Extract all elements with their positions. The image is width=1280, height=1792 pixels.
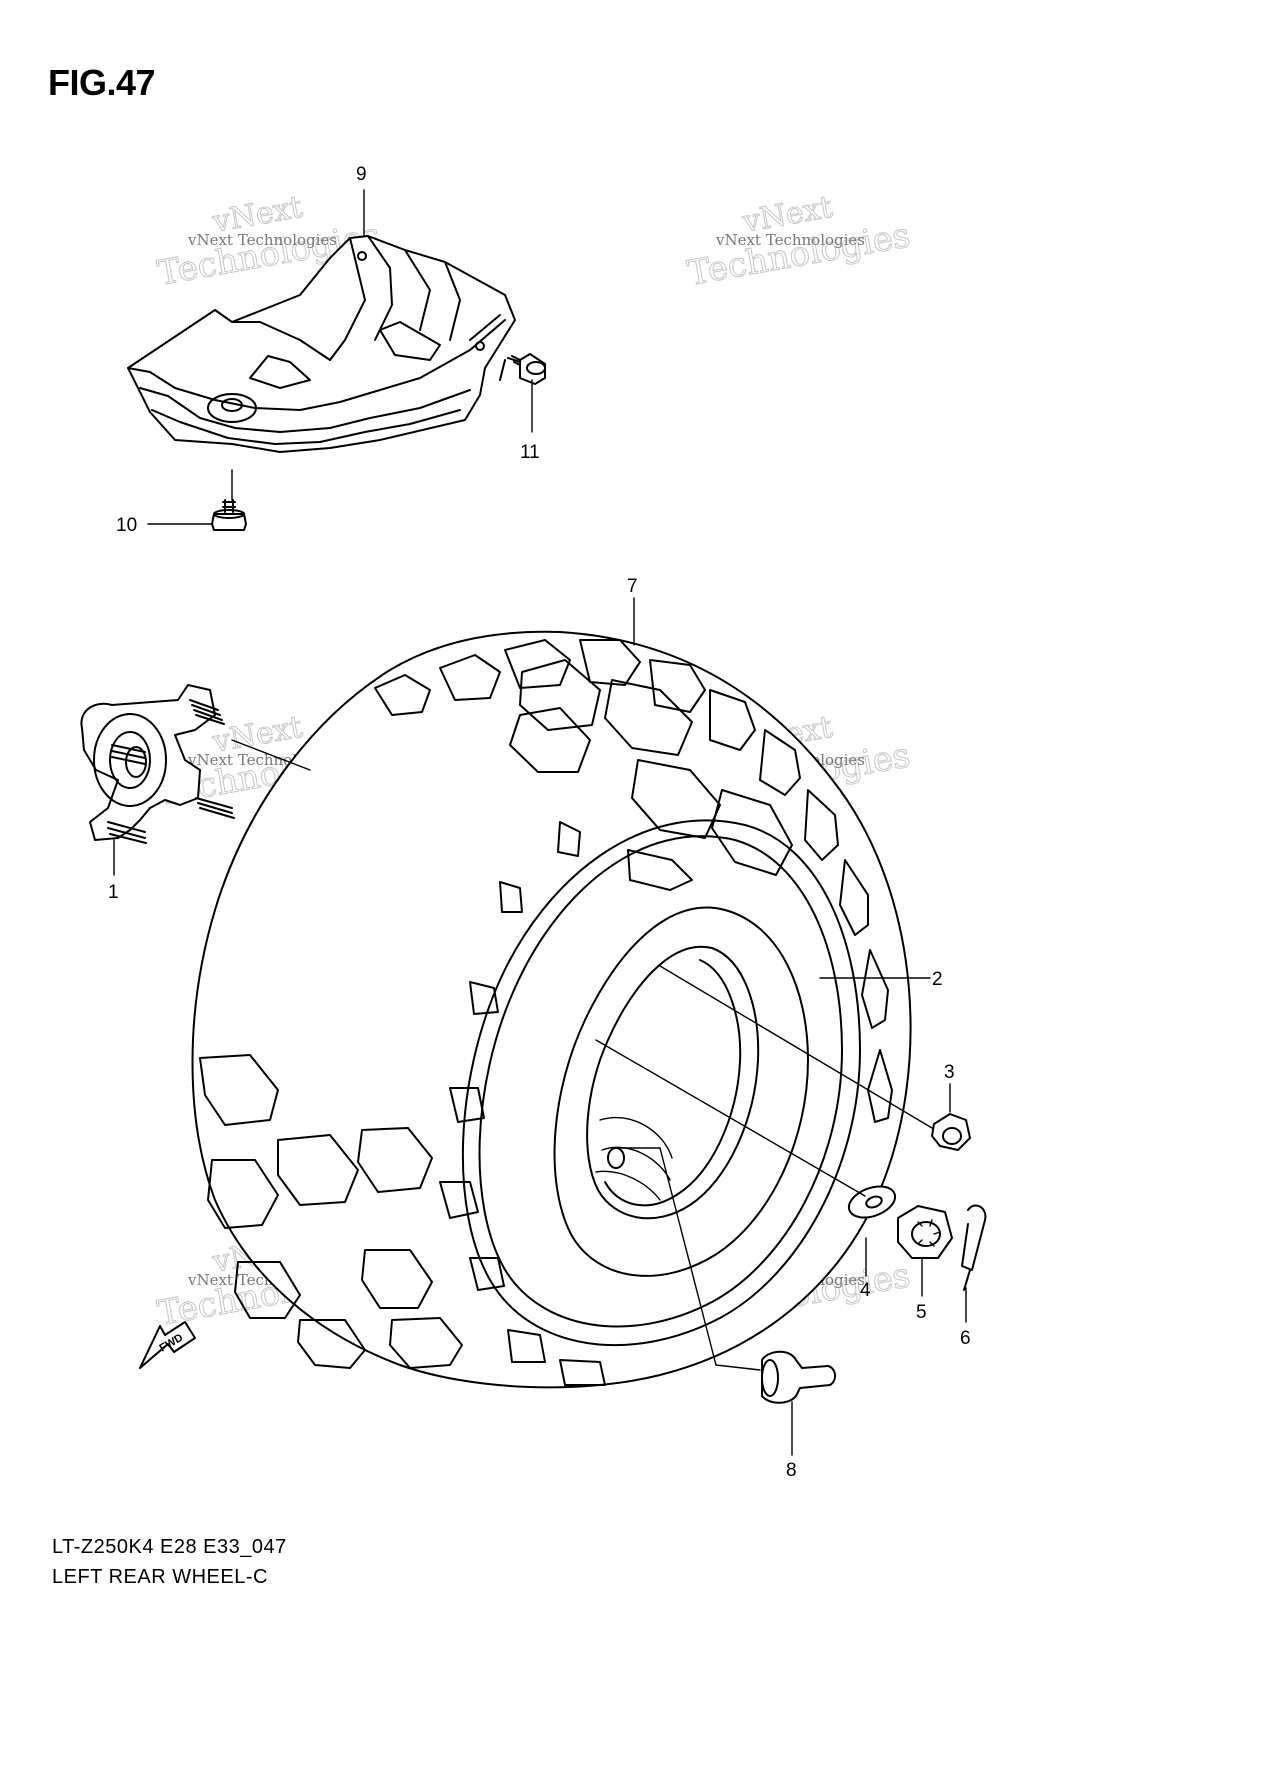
model-code-caption: LT-Z250K4 E28 E33_047 bbox=[52, 1536, 287, 1558]
leader-lines bbox=[113, 189, 967, 1456]
callout-9: 9 bbox=[356, 164, 367, 185]
fwd-arrow-icon: FWD bbox=[139, 1321, 196, 1369]
watermark-small-text: vNext Technologies bbox=[187, 231, 337, 249]
watermark-top-right: Technologies vNext vNext Technologies bbox=[684, 189, 914, 294]
part-6-cotter-pin bbox=[961, 1204, 987, 1291]
part-8-valve bbox=[761, 1350, 836, 1404]
part-9-guard bbox=[127, 235, 516, 453]
figure-name-caption: LEFT REAR WHEEL-C bbox=[52, 1566, 268, 1588]
part-10-bolt bbox=[211, 499, 247, 531]
callout-7: 7 bbox=[627, 576, 638, 597]
part-3-nut bbox=[931, 1113, 971, 1151]
callout-6: 6 bbox=[960, 1328, 971, 1349]
callout-10: 10 bbox=[116, 515, 137, 536]
figure-title: FIG.47 bbox=[48, 62, 156, 103]
part-4-washer bbox=[847, 1185, 897, 1219]
callout-4: 4 bbox=[860, 1280, 871, 1301]
callout-2: 2 bbox=[932, 969, 943, 990]
part-11-bolt bbox=[507, 353, 546, 385]
part-5-castle-nut bbox=[897, 1205, 953, 1259]
part-1-wheel-hub bbox=[80, 684, 235, 844]
callout-5: 5 bbox=[916, 1302, 927, 1323]
callout-1: 1 bbox=[108, 882, 119, 903]
callout-11: 11 bbox=[520, 442, 540, 463]
callout-8: 8 bbox=[786, 1460, 797, 1481]
part-7-tire bbox=[191, 630, 912, 1389]
watermark-small-text: vNext Technologies bbox=[715, 231, 865, 249]
callout-3: 3 bbox=[944, 1062, 955, 1083]
